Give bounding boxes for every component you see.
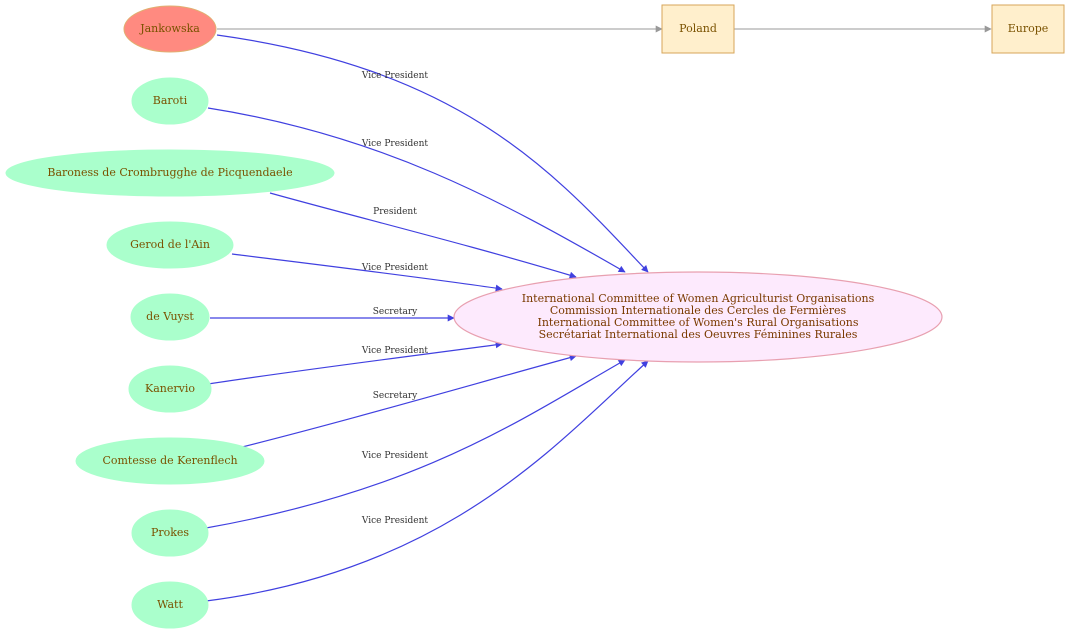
- node-label-europe: Europe: [1008, 22, 1049, 35]
- node-label-jankowska: Jankowska: [139, 22, 200, 35]
- edge-label-jankowska: Vice President: [361, 71, 429, 81]
- node-label-gerod: Gerod de l'Ain: [130, 238, 210, 251]
- node-label-devuyst: de Vuyst: [146, 310, 194, 323]
- node-organisation[interactable]: International Committee of Women Agricul…: [453, 271, 943, 363]
- organisation-name-1: International Committee of Women Agricul…: [522, 292, 875, 305]
- edge-prokes-organisation: [205, 359, 626, 529]
- organisation-name-3: International Committee of Women's Rural…: [538, 316, 859, 329]
- edge-label-baroti: Vice President: [361, 139, 429, 149]
- node-label-baroti: Baroti: [153, 94, 188, 107]
- edge-label-watt: Vice President: [361, 516, 429, 526]
- node-devuyst[interactable]: de Vuyst: [130, 293, 210, 341]
- edge-label-kerenflech: Secretary: [373, 391, 418, 401]
- edge-label-prokes: Vice President: [361, 451, 429, 461]
- edge-watt-organisation: [205, 360, 649, 602]
- node-crombrugghe[interactable]: Baroness de Crombrugghe de Picquendaele: [5, 149, 335, 197]
- edge-kerenflech-organisation: [237, 354, 577, 449]
- organisation-name-4: Secrétariat International des Oeuvres Fé…: [539, 328, 858, 341]
- node-label-watt: Watt: [157, 598, 183, 611]
- edge-kanervio-organisation: [207, 341, 503, 385]
- edge-baroti-organisation: [207, 107, 626, 273]
- node-jankowska[interactable]: Jankowska: [123, 5, 217, 53]
- node-label-prokes: Prokes: [151, 526, 189, 539]
- node-europe[interactable]: Europe: [991, 4, 1065, 54]
- edge-jankowska-organisation: [216, 34, 649, 273]
- node-watt[interactable]: Watt: [131, 581, 209, 629]
- node-kanervio[interactable]: Kanervio: [128, 365, 212, 413]
- edge-label-crombrugghe: President: [373, 207, 417, 217]
- node-label-kerenflech: Comtesse de Kerenflech: [102, 454, 237, 467]
- node-gerod[interactable]: Gerod de l'Ain: [106, 221, 234, 269]
- edge-gerod-organisation: [231, 253, 503, 292]
- node-label-poland: Poland: [679, 22, 717, 35]
- node-kerenflech[interactable]: Comtesse de Kerenflech: [75, 437, 265, 485]
- edge-label-kanervio: Vice President: [361, 346, 429, 356]
- edge-label-devuyst: Secretary: [373, 307, 418, 317]
- edge-crombrugghe-organisation: [269, 192, 577, 279]
- edge-label-gerod: Vice President: [361, 263, 429, 273]
- node-label-crombrugghe: Baroness de Crombrugghe de Picquendaele: [47, 166, 292, 179]
- node-label-kanervio: Kanervio: [145, 382, 195, 395]
- node-prokes[interactable]: Prokes: [131, 509, 209, 557]
- node-poland[interactable]: Poland: [661, 4, 735, 54]
- organisation-name-2: Commission Internationale des Cercles de…: [550, 304, 847, 317]
- node-baroti[interactable]: Baroti: [131, 77, 209, 125]
